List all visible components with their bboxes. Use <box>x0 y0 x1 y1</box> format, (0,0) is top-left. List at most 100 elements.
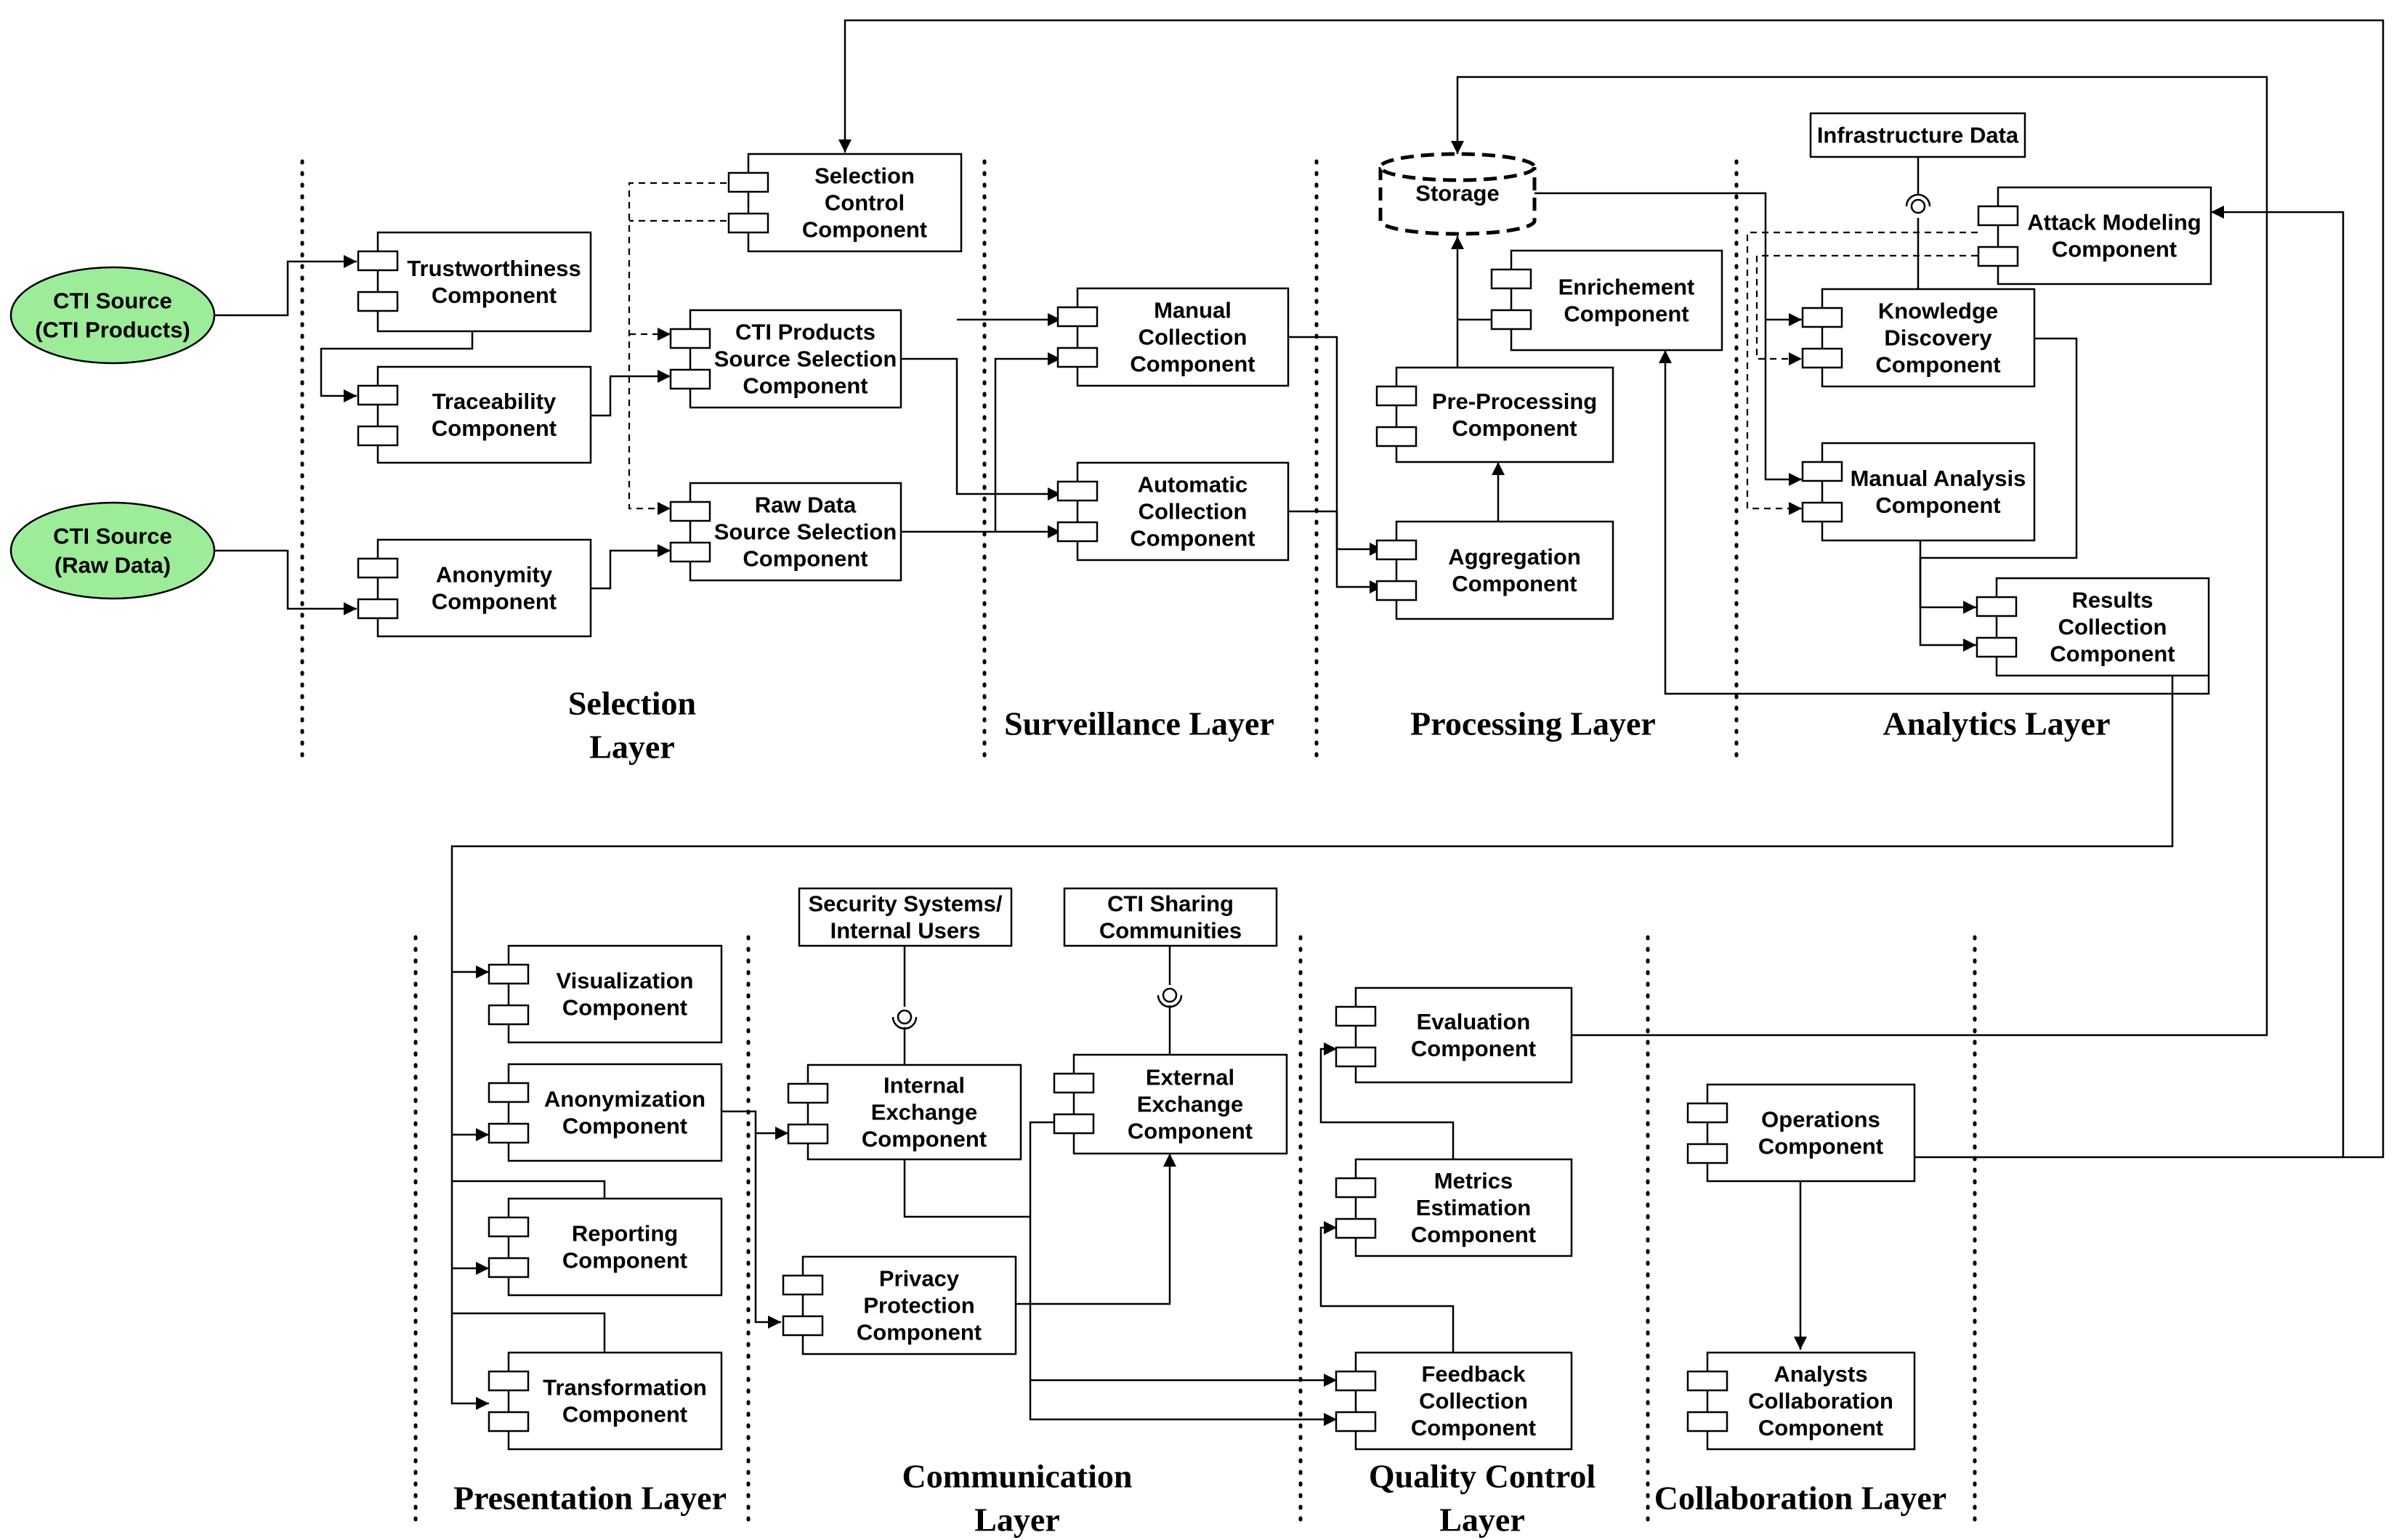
cti-source-raw-data[interactable]: CTI Source(Raw Data) <box>9 501 216 600</box>
infrastructure-interface-icon <box>1905 193 1931 214</box>
evaluation-box <box>1354 986 1573 1084</box>
knowledge-discovery-line-2: Discovery <box>1884 325 1992 351</box>
cti-source-raw-data-line-1: CTI Source <box>53 524 172 549</box>
internal-exchange-line-2: Exchange <box>871 1100 977 1125</box>
results-collection-line-1: Results <box>2072 588 2154 613</box>
results-collection-line-3: Component <box>2050 641 2175 667</box>
operations-line-1: Operations <box>1761 1107 1880 1132</box>
aggregation-box <box>1395 520 1614 620</box>
surveillance-layer-label-line-1: Surveillance Layer <box>1004 705 1274 742</box>
dashed-connectors <box>628 182 1978 515</box>
component-icon <box>1335 1177 1377 1239</box>
cti-source-cti-products[interactable]: CTI Source(CTI Products) <box>9 266 216 365</box>
cti-sharing-interface-icon <box>1157 987 1183 1008</box>
processing-layer-label-line-1: Processing Layer <box>1410 705 1656 742</box>
visualization-box <box>507 944 723 1044</box>
analysts-collaboration-line-3: Component <box>1758 1415 1883 1440</box>
operations-line-2: Component <box>1758 1134 1883 1159</box>
traceability-line-1: Traceability <box>432 389 557 414</box>
attack-modeling-line-2: Component <box>2052 237 2177 262</box>
security-systems-line-2: Internal Users <box>830 918 981 944</box>
component-icon <box>1977 205 2019 267</box>
evaluation-line-2: Component <box>1411 1036 1536 1061</box>
component-icon <box>1490 268 1532 331</box>
component-icon <box>1686 1102 1728 1164</box>
trustworthiness-line-1: Trustworthiness <box>407 256 581 281</box>
external-exchange-line-3: Component <box>1128 1119 1253 1144</box>
surveillance-layer-label: Surveillance Layer <box>1004 705 1274 742</box>
external-exchange-box <box>1072 1053 1288 1155</box>
manual-collection-line-3: Component <box>1130 352 1255 377</box>
selection-layer-label-line-2: Layer <box>589 729 675 766</box>
cti-sharing-line-2: Communities <box>1099 918 1242 944</box>
component-icon <box>727 171 769 234</box>
security-systems-line-1: Security Systems/ <box>808 891 1002 917</box>
manual-collection-line-2: Collection <box>1139 325 1247 350</box>
automatic-collection-box <box>1076 461 1290 562</box>
automatic-collection-line-2: Collection <box>1139 499 1247 524</box>
enrichement-line-2: Component <box>1564 301 1689 327</box>
transformation-line-2: Component <box>562 1402 687 1427</box>
traceability-line-2: Component <box>432 416 557 441</box>
component-icon <box>669 500 711 563</box>
infrastructure-data-box: Infrastructure Data <box>1809 112 2026 158</box>
automatic-collection-line-1: Automatic <box>1138 472 1248 498</box>
visualization-line-1: Visualization <box>557 968 694 994</box>
component-icon <box>782 1274 824 1337</box>
raw-data-source-selection-line-3: Component <box>743 546 868 572</box>
quality-control-layer-label-line-2: Layer <box>1439 1502 1525 1539</box>
cti-products-source-selection-line-2: Source Selection <box>714 346 897 372</box>
anonymity-box <box>376 538 592 638</box>
component-icon <box>1335 1005 1377 1068</box>
knowledge-discovery-line-3: Component <box>1875 352 2000 378</box>
manual-collection-box <box>1076 287 1290 387</box>
automatic-collection-line-3: Component <box>1130 526 1255 551</box>
internal-exchange-box <box>806 1063 1022 1161</box>
privacy-protection-box <box>801 1255 1017 1355</box>
component-icon <box>1053 1072 1095 1135</box>
reporting-line-1: Reporting <box>572 1221 678 1247</box>
cti-products-source-selection-line-3: Component <box>743 373 868 399</box>
external-exchange-line-2: Exchange <box>1137 1092 1243 1117</box>
feedback-collection-line-1: Feedback <box>1421 1361 1526 1387</box>
anonymity-line-2: Component <box>432 589 557 615</box>
storage-database[interactable]: Storage <box>1378 152 1537 236</box>
infrastructure-data-line-1: Infrastructure Data <box>1817 123 2019 148</box>
reporting-line-2: Component <box>562 1248 687 1273</box>
results-collection-box <box>1995 577 2210 677</box>
component-icon <box>488 1082 530 1144</box>
anonymization-box <box>507 1063 723 1162</box>
component-icon <box>1976 596 2018 658</box>
aggregation-line-1: Aggregation <box>1448 544 1581 570</box>
